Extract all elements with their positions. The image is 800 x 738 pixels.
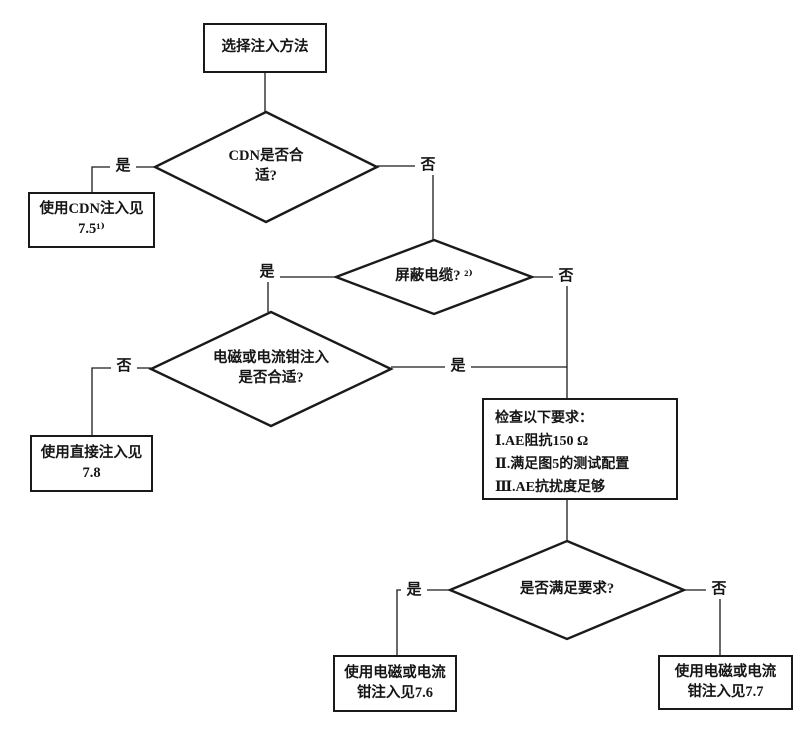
check-requirements-title: 检查以下要求：	[495, 411, 593, 426]
use-direct-box: 使用直接注入见 7.8	[30, 435, 153, 492]
edge-label-cdn-no: 否	[415, 155, 441, 175]
edge-label-met-yes: 是	[401, 580, 427, 600]
use-clamp-76-box: 使用电磁或电流 钳注入见7.6	[333, 655, 457, 712]
check-requirement-item-1: Ⅰ.AE阻抗150 Ω	[495, 434, 589, 449]
edge-label-shielded-no: 否	[553, 266, 579, 286]
edge-clamp-no	[91, 367, 151, 435]
edge-label-clamp-yes: 是	[445, 356, 471, 376]
edge-met-no	[684, 589, 721, 657]
check-requirement-item-2: Ⅱ.满足图5的测试配置	[495, 457, 630, 472]
edge-label-shielded-yes: 是	[254, 262, 280, 282]
edge-label-clamp-no: 否	[111, 356, 137, 376]
check-requirement-item-3: Ⅲ.AE抗扰度足够	[495, 480, 605, 495]
edge-label-cdn-yes: 是	[110, 156, 136, 176]
decision-shielded-diamond	[332, 238, 536, 316]
use-cdn-box: 使用CDN注入见 7.5¹⁾	[28, 192, 155, 248]
use-clamp-77-box: 使用电磁或电流 钳注入见7.7	[658, 655, 793, 710]
decision-cdn-diamond	[152, 110, 380, 224]
edge-shielded-yes	[267, 276, 336, 312]
decision-met-diamond	[446, 539, 688, 641]
edge-label-met-no: 否	[706, 579, 732, 599]
start-box: 选择注入方法	[203, 23, 327, 73]
check-requirements-box: 检查以下要求： Ⅰ.AE阻抗150 Ω Ⅱ.满足图5的测试配置 Ⅲ.AE抗扰度足…	[482, 398, 678, 500]
edge-shielded-no	[532, 276, 568, 398]
edge-met-yes	[396, 589, 450, 657]
edge-cdn-no	[377, 165, 434, 240]
decision-clamp-diamond	[148, 310, 394, 428]
